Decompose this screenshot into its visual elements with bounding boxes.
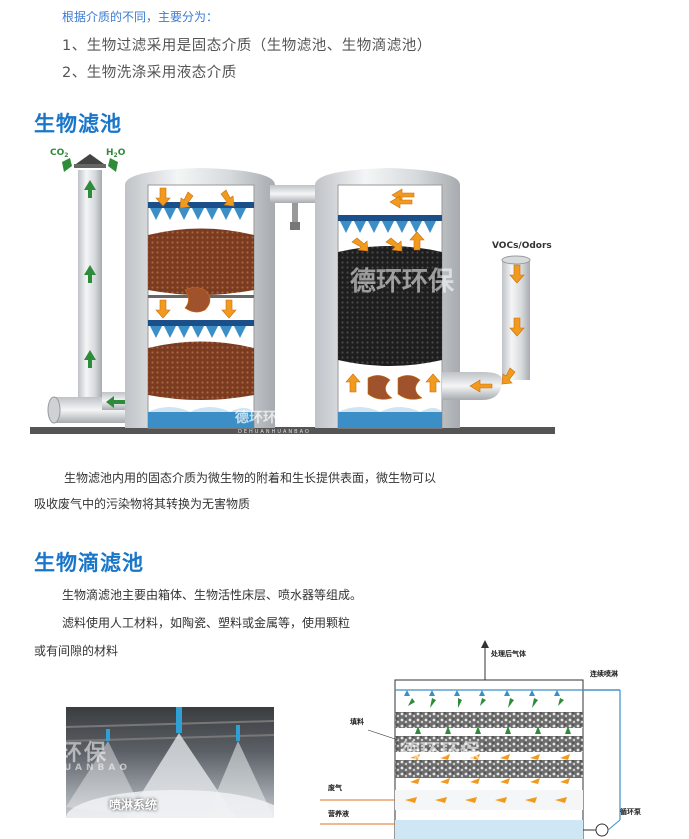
pump-label: 循环泵 [620, 807, 641, 816]
section-title-biotrickling: 生物滴滤池 [34, 551, 144, 575]
packing-label: 填料 [350, 717, 364, 726]
photo-watermark-sub: UANBAO [66, 763, 132, 773]
biotrickling-para-line3: 或有间隙的材料 [34, 644, 119, 658]
list-item-1: 1、生物过滤采用是固态介质（生物滤池、生物滴滤池） [62, 38, 432, 54]
biofilter-para-line2: 吸收废气中的污染物将其转换为无害物质 [34, 497, 251, 511]
list-item-2: 2、生物洗涤采用液态介质 [62, 65, 237, 81]
photo-caption: 喷淋系统 [109, 798, 158, 812]
pump-icon [595, 823, 609, 837]
biofilter-diagram: CO2 H2O [30, 148, 555, 435]
schematic-watermark: 德环环保 [400, 739, 481, 763]
section-title-biofilter: 生物滤池 [34, 112, 122, 136]
biotrickling-para-line2: 滤料使用人工材料，如陶瓷、塑料或金属等，使用颗粒 [62, 616, 351, 630]
biotrickling-para-line1: 生物滴滤池主要由箱体、生物活性床层、喷水器等组成。 [62, 588, 363, 602]
waste-gas-label: 废气 [328, 783, 342, 792]
treated-gas-label: 处理后气体 [490, 649, 527, 658]
spray-system-photo: 环保 UANBAO 喷淋系统 [66, 707, 274, 818]
vocs-label: VOCs/Odors [492, 241, 552, 251]
intro-text: 根据介质的不同，主要分为： [62, 10, 219, 24]
biofilter-para-line1: 生物滤池内用的固态介质为微生物的附着和生长提供表面，微生物可以 [64, 471, 437, 485]
biotrickling-diagram: 处理后气体 连续喷淋 填料 废气 [320, 640, 641, 839]
diagram-watermark-sub: DEHUANHUANBAO [238, 429, 311, 435]
nutrient-label: 营养液 [328, 809, 350, 818]
orange-arrow-icons [155, 187, 525, 400]
spray-label: 连续喷淋 [590, 669, 618, 678]
stack-cap-icon [76, 154, 104, 164]
diagram-watermark: 德环环保 [350, 267, 455, 297]
photo-watermark: 环保 [66, 741, 109, 766]
co2-label: CO2 [50, 148, 68, 159]
h2o-label: H2O [106, 148, 126, 159]
diagram-watermark-bottom: 德环环保 [235, 409, 292, 426]
